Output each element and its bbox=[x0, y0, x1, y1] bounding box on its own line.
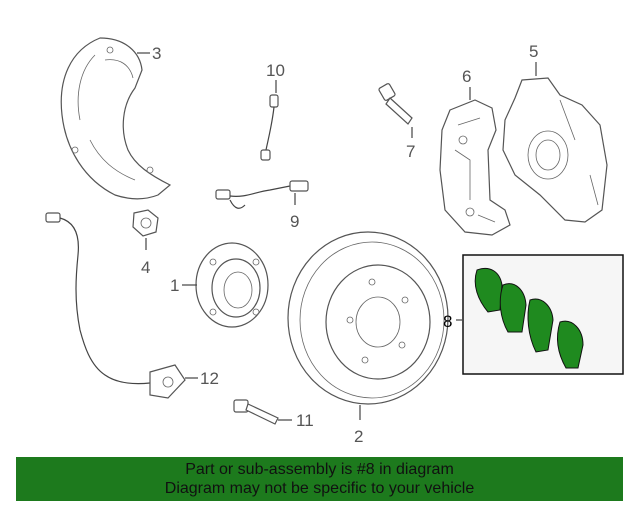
callout-6: 6 bbox=[462, 67, 471, 86]
callout-5: 5 bbox=[529, 42, 538, 61]
speed-sensor-part[interactable] bbox=[215, 180, 309, 209]
wheel-hub-part[interactable] bbox=[195, 242, 269, 328]
dust-shield-part[interactable] bbox=[60, 37, 172, 200]
callout-8: 8 bbox=[443, 312, 452, 331]
brake-rotor-part[interactable] bbox=[287, 231, 449, 405]
parts-diagram: 3 10 7 6 5 9 4 bbox=[45, 37, 624, 446]
callout-3: 3 bbox=[152, 44, 161, 63]
callout-10: 10 bbox=[266, 61, 285, 80]
brake-pad-kit-inset[interactable] bbox=[462, 254, 624, 375]
callout-9: 9 bbox=[290, 212, 299, 231]
rotor-bolt-part[interactable] bbox=[233, 399, 279, 425]
wear-sensor-part[interactable] bbox=[260, 94, 279, 161]
sensor-harness-part[interactable] bbox=[45, 212, 186, 399]
callout-11: 11 bbox=[296, 411, 314, 430]
caliper-bolt-part[interactable] bbox=[378, 83, 413, 125]
callout-1: 1 bbox=[170, 276, 179, 295]
callout-4: 4 bbox=[141, 258, 150, 277]
callout-12: 12 bbox=[200, 369, 219, 388]
info-banner: Part or sub-assembly is #8 in diagram Di… bbox=[16, 457, 623, 501]
callout-7: 7 bbox=[406, 142, 415, 161]
hub-nut-part[interactable] bbox=[132, 209, 159, 237]
brake-caliper-part[interactable] bbox=[502, 77, 608, 223]
banner-line-1: Part or sub-assembly is #8 in diagram bbox=[185, 461, 454, 478]
callout-2: 2 bbox=[354, 427, 363, 446]
caliper-bracket-part[interactable] bbox=[439, 99, 511, 236]
banner-line-2: Diagram may not be specific to your vehi… bbox=[164, 480, 475, 497]
